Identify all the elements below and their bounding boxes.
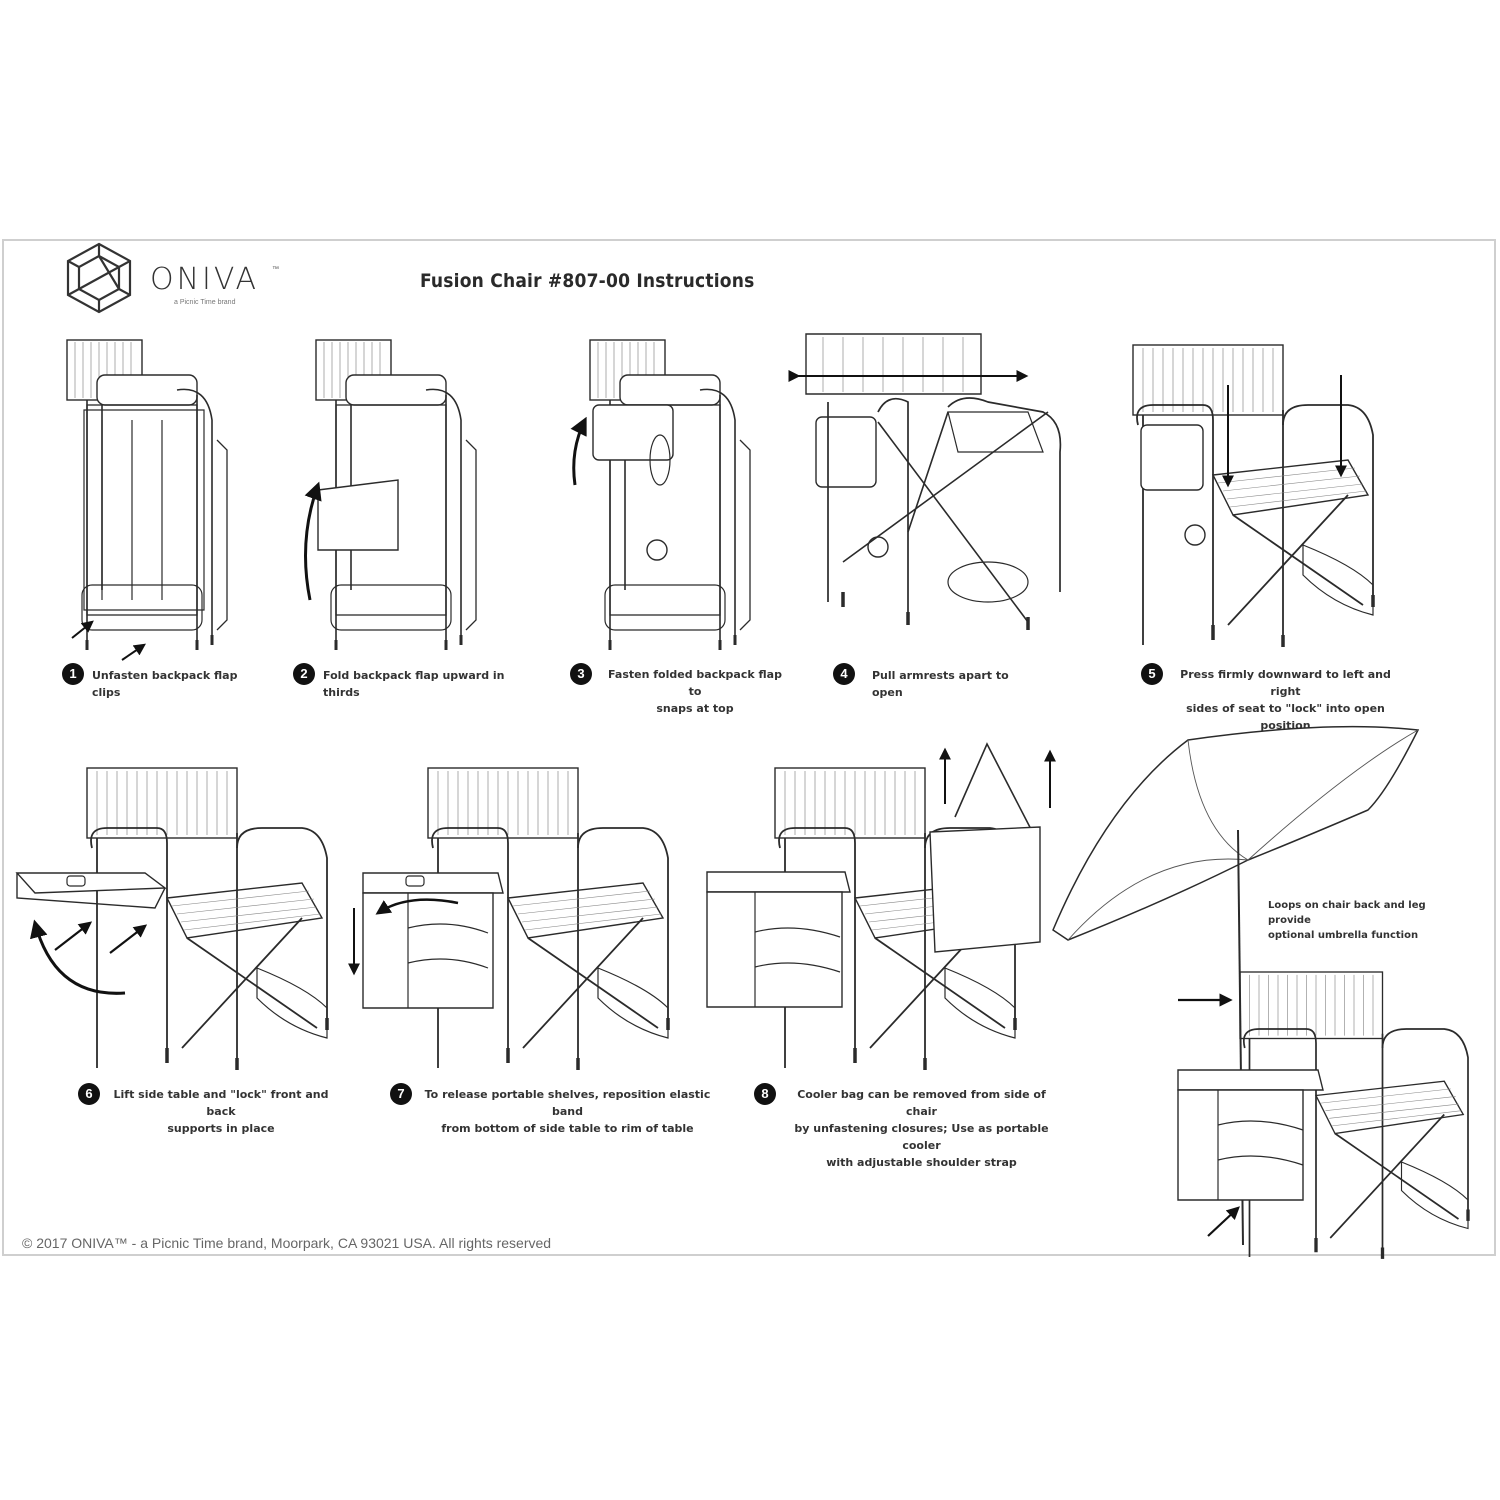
step-5-number: 5	[1141, 663, 1163, 685]
step-1-illustration	[65, 338, 229, 665]
step-8-caption: Cooler bag can be removed from side of c…	[794, 1088, 1049, 1169]
oniva-logo-icon	[66, 242, 132, 314]
step-2-illustration	[288, 338, 478, 652]
brand-name: ONIVA	[150, 262, 260, 297]
step-7-number: 7	[390, 1083, 412, 1105]
step-1-number: 1	[62, 663, 84, 685]
step-2-caption: Fold backpack flap upward in thirds	[323, 669, 505, 699]
brand-tagline: a Picnic Time brand	[174, 299, 236, 306]
step-4-illustration	[788, 332, 1068, 642]
step-6-caption: Lift side table and "lock" front and bac…	[113, 1088, 329, 1135]
step-3-illustration	[570, 338, 752, 652]
step-8-illustration	[705, 742, 1056, 1072]
umbrella-illustration	[1048, 700, 1470, 1261]
step-8-number: 8	[754, 1083, 776, 1105]
step-3-number: 3	[570, 663, 592, 685]
step-4-caption: Pull armrests apart to open	[872, 669, 1009, 699]
step-6-number: 6	[78, 1083, 100, 1105]
step-4-number: 4	[833, 663, 855, 685]
step-7-caption: To release portable shelves, reposition …	[424, 1088, 711, 1135]
page-title: Fusion Chair #807-00 Instructions	[420, 270, 755, 292]
brand-trademark: ™	[272, 266, 279, 273]
step-1-caption: Unfasten backpack flap clips	[92, 669, 238, 699]
copyright-footer: © 2017 ONIVA™ - a Picnic Time brand, Moo…	[22, 1235, 552, 1251]
step-7-illustration	[348, 766, 670, 1072]
step-5-illustration	[1131, 343, 1375, 649]
step-2-number: 2	[293, 663, 315, 685]
step-6-illustration	[15, 766, 329, 1072]
